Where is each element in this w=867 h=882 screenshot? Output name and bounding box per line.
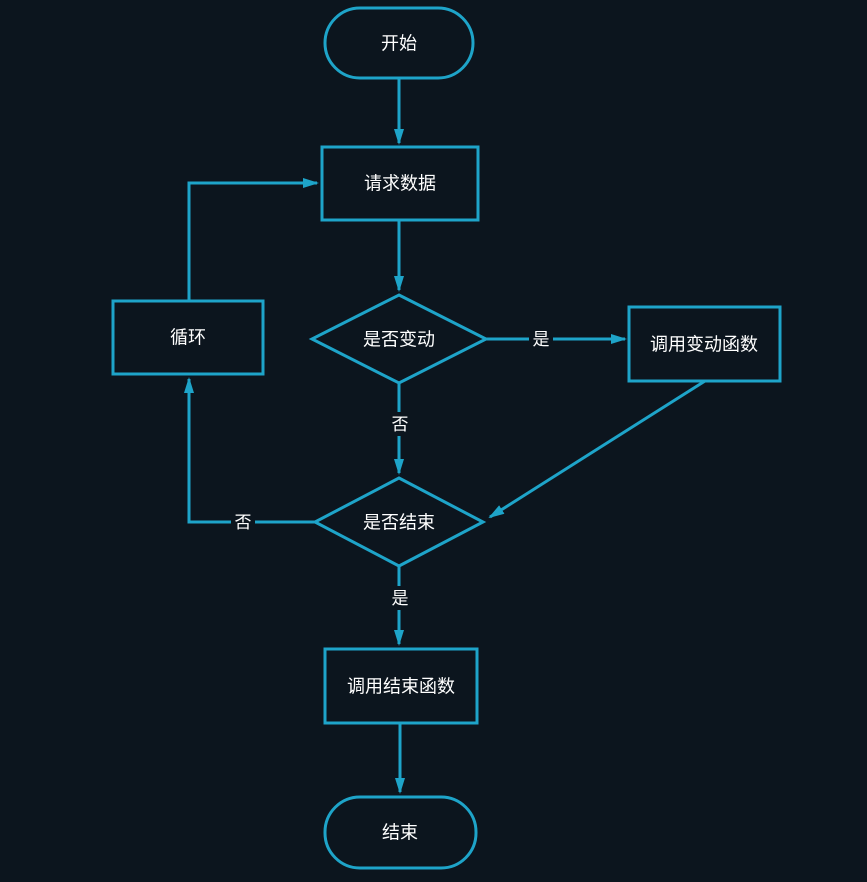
node-call-change-fn: 调用变动函数	[627, 305, 782, 383]
node-is-finished-label: 是否结束	[363, 513, 435, 534]
edge-loop-to-request	[187, 178, 319, 301]
edge-label-bg	[231, 510, 255, 534]
node-call-finish-fn-label: 调用结束函数	[347, 677, 455, 698]
edge-labels-layer: 是 否 否 是	[231, 327, 553, 610]
node-is-finished-shape	[311, 476, 487, 568]
node-call-change-fn-shape	[627, 305, 782, 383]
node-call-finish-fn: 调用结束函数	[323, 647, 479, 725]
node-loop: 循环	[111, 299, 265, 376]
edge-label-isfinished-yes: 是	[392, 589, 409, 609]
node-request-data-label: 请求数据	[364, 174, 436, 195]
edge-callchange-to-isfinished	[488, 379, 706, 519]
edges-layer	[184, 78, 706, 794]
node-is-finished: 是否结束	[311, 476, 487, 568]
nodes-layer: 开始 请求数据 是否变动 调用变动函数 循环	[111, 6, 782, 870]
node-is-changed-label: 是否变动	[363, 330, 435, 351]
node-start-label: 开始	[381, 34, 417, 55]
node-end-shape	[323, 795, 478, 870]
node-call-finish-fn-shape	[323, 647, 479, 725]
edge-label-ischanged-yes: 是	[533, 330, 550, 350]
edge-label-bg	[388, 586, 412, 610]
node-is-changed: 是否变动	[308, 293, 490, 385]
node-start-shape	[323, 6, 475, 80]
edge-label-ischanged-no: 否	[392, 415, 409, 435]
node-request-data: 请求数据	[320, 145, 480, 222]
edge-label-bg	[388, 412, 412, 436]
node-call-change-fn-label: 调用变动函数	[650, 335, 758, 356]
node-loop-label: 循环	[170, 328, 206, 349]
edge-label-isfinished-no: 否	[235, 513, 252, 533]
node-is-changed-shape	[308, 293, 490, 385]
edge-isfinished-no	[184, 377, 315, 524]
edge-label-bg	[529, 327, 553, 351]
node-request-data-shape	[320, 145, 480, 222]
node-end-label: 结束	[382, 823, 418, 844]
node-loop-shape	[111, 299, 265, 376]
node-start: 开始	[323, 6, 475, 80]
node-end: 结束	[323, 795, 478, 870]
